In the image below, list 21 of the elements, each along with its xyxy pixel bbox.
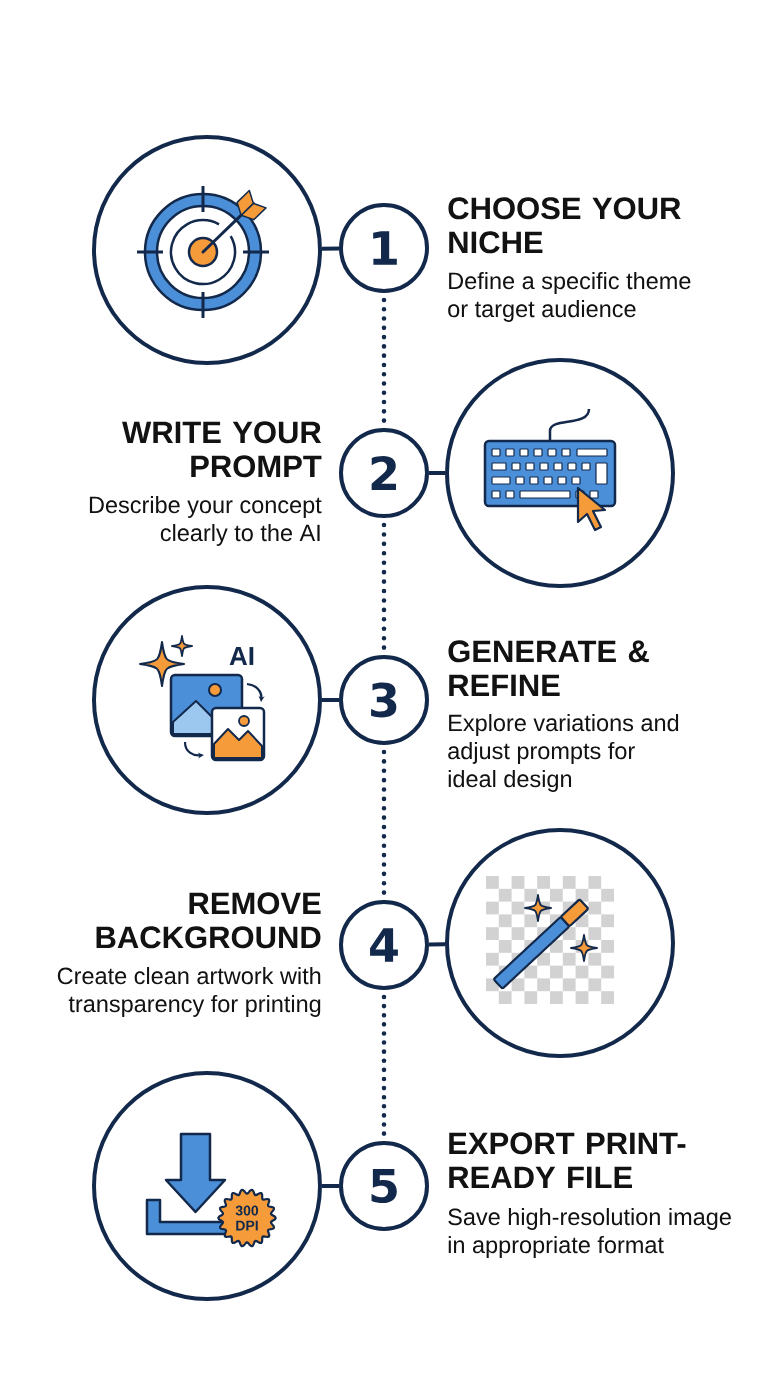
connector-line: [322, 1184, 339, 1188]
dotted-line: [381, 749, 387, 896]
connector-line: [322, 698, 339, 702]
seal-badge: 300 DPI: [217, 1188, 277, 1248]
connector-line: [429, 471, 445, 475]
step-heading: EXPORT PRINT-READY FILE: [449, 1132, 686, 1188]
connector-line: [321, 246, 340, 251]
step-description: Explore variations and adjust prompts for ideal design: [448, 714, 679, 792]
dotted-line: [381, 522, 387, 651]
step-description: Create clean artwork with transparency for printing: [57, 967, 321, 1017]
step-heading: WRITE YOUR PROMPT: [122, 421, 322, 478]
dotted-line: [381, 297, 387, 424]
step-heading: REMOVE BACKGROUND: [96, 892, 321, 949]
step-heading: GENERATE & REFINE: [448, 640, 649, 696]
step-heading: CHOOSE YOUR NICHE: [448, 197, 681, 254]
step-description: Save high-resolution image in appropriate format: [448, 1208, 731, 1258]
connector-line: [428, 942, 446, 947]
step-description: Define a specific theme or target audience: [448, 272, 691, 322]
dotted-line: [381, 994, 387, 1137]
icon-text: AI: [229, 647, 254, 665]
step-description: Describe your concept clearly to the AI: [89, 496, 322, 546]
